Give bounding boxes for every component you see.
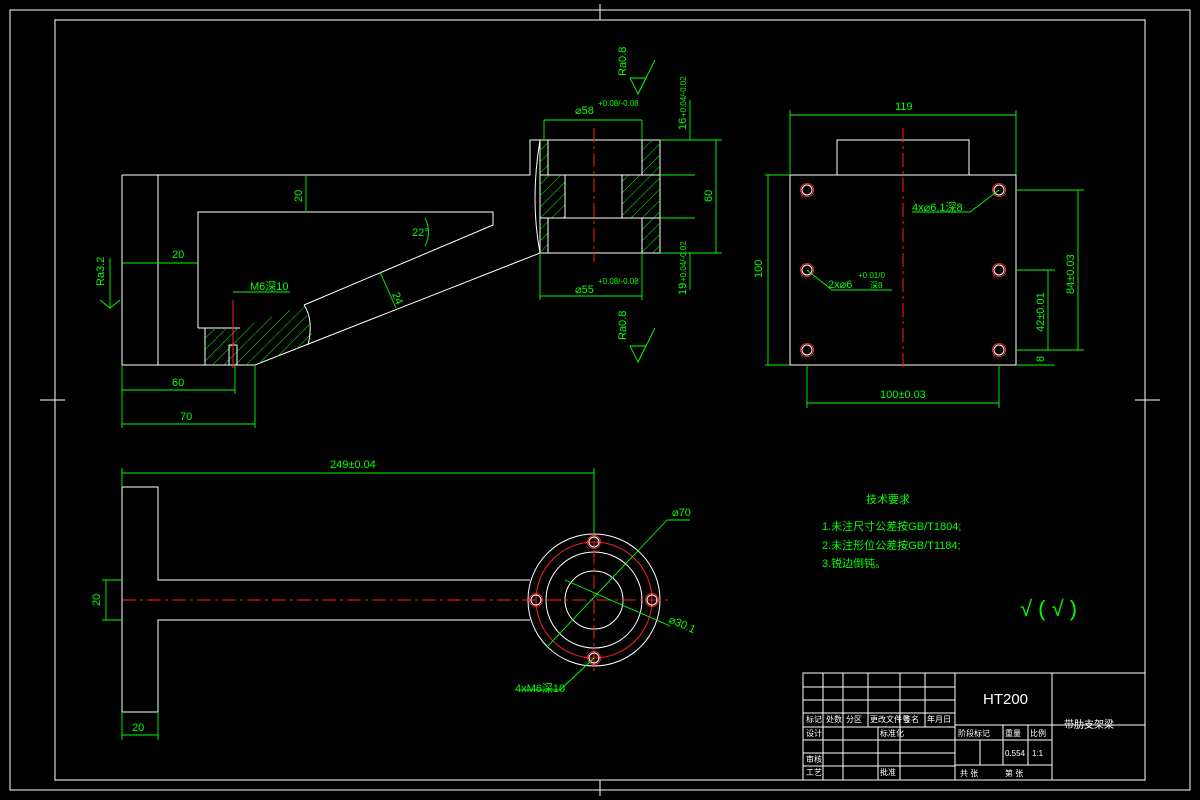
dim-m6: M6深10: [250, 280, 289, 293]
dim-w100: 100±0.03: [880, 389, 926, 401]
dim-m6-holes: 4xM6深10: [515, 682, 565, 695]
tb-sheet-total: 共 张: [960, 769, 978, 778]
notes-title: 技术要求: [866, 493, 910, 506]
dim-h100: 100: [753, 260, 765, 278]
dim-w119: 119: [895, 101, 913, 113]
side-view: 119 100 4x⌀6.1深8 2x⌀6 +0.01/0 深8 84±0.03…: [753, 101, 1084, 408]
tb-part-name: 带肋支架梁: [1064, 718, 1114, 731]
note-3: 3.锐边倒钝。: [822, 556, 886, 570]
dim-h84: 84±0.03: [1065, 254, 1077, 294]
tb-weight-label: 重量: [1005, 728, 1021, 738]
tb-material: HT200: [983, 691, 1028, 708]
dim-h60: 60: [703, 190, 715, 202]
tb-scale-label: 比例: [1030, 728, 1046, 738]
tb-standardize: 标准化: [880, 728, 904, 738]
dim-d55: ⌀55: [575, 284, 594, 296]
sheet-border: [9, 4, 1191, 796]
tb-process: 工艺: [806, 768, 822, 777]
dim-w20: 20: [172, 249, 184, 261]
note-1: 1.未注尺寸公差按GB/T1804;: [822, 519, 961, 533]
dim-d58: ⌀58: [575, 105, 594, 117]
holes-2-tol: +0.01/0: [858, 271, 885, 280]
tb-date: 年月日: [927, 714, 951, 724]
dim-h20: 20: [293, 190, 305, 202]
dim-h42: 42±0.01: [1035, 292, 1047, 332]
dim-len249: 249±0.04: [330, 459, 376, 471]
roughness-symbol: √ ( √ ): [1020, 596, 1077, 621]
ra-0-8-top: Ra0.8: [617, 47, 629, 76]
tb-approve: 批准: [880, 767, 896, 777]
dim-w70: 70: [180, 411, 192, 423]
title-block: 标记 处数 分区 更改文件号 签名 年月日 设计 标准化 审核 工艺 批准 HT…: [802, 672, 1146, 781]
plan-view: 249±0.04 20 20 ⌀70 ⌀30.1 4xM6深10: [91, 459, 697, 740]
note-2: 2.未注形位公差按GB/T1184;: [822, 538, 961, 552]
tb-zone: 分区: [846, 715, 862, 724]
tb-change-doc: 更改文件号: [870, 714, 910, 724]
dim-h19: 19: [677, 283, 689, 295]
tb-mark: 标记: [806, 714, 822, 724]
front-view: ⌀58 +0.08/-0.08 16 +0.04/-0.02 60 ⌀55 +0…: [95, 47, 722, 428]
technical-notes: 技术要求 1.未注尺寸公差按GB/T1804; 2.未注形位公差按GB/T118…: [822, 493, 1077, 621]
dim-plan-h20: 20: [91, 594, 103, 606]
ra-3-2: Ra3.2: [95, 257, 107, 286]
dim-d55-tol: +0.08/-0.08: [598, 277, 639, 286]
holes-2-depth: 深8: [870, 281, 883, 290]
tb-sheet-no: 第 张: [1005, 768, 1023, 778]
dim-h16: 16: [677, 118, 689, 130]
dim-w60: 60: [172, 377, 184, 389]
tb-review: 审核: [806, 754, 822, 764]
dim-h8: 8: [1035, 356, 1047, 362]
tb-stage-label: 阶段标记: [958, 728, 990, 738]
tb-count: 处数: [826, 714, 842, 724]
dim-plan-w20: 20: [132, 722, 144, 734]
dim-w24: 24: [389, 291, 405, 307]
dim-angle22: 22°: [412, 227, 429, 239]
dim-d58-tol: +0.08/-0.08: [598, 99, 639, 108]
dim-d30: ⌀30.1: [667, 614, 698, 636]
tb-sign: 签名: [903, 714, 919, 724]
tb-weight: 0.554: [1005, 749, 1026, 758]
dim-h16-tol: +0.04/-0.02: [679, 76, 688, 117]
dim-d70: ⌀70: [672, 507, 691, 519]
tb-scale: 1:1: [1032, 749, 1044, 758]
holes-2: 2x⌀6: [828, 279, 852, 291]
ra-0-8-bottom: Ra0.8: [617, 311, 629, 340]
holes-4: 4x⌀6.1深8: [912, 201, 963, 214]
dim-h19-tol: +0.04/-0.02: [679, 241, 688, 282]
tb-designer: 设计: [806, 728, 822, 738]
